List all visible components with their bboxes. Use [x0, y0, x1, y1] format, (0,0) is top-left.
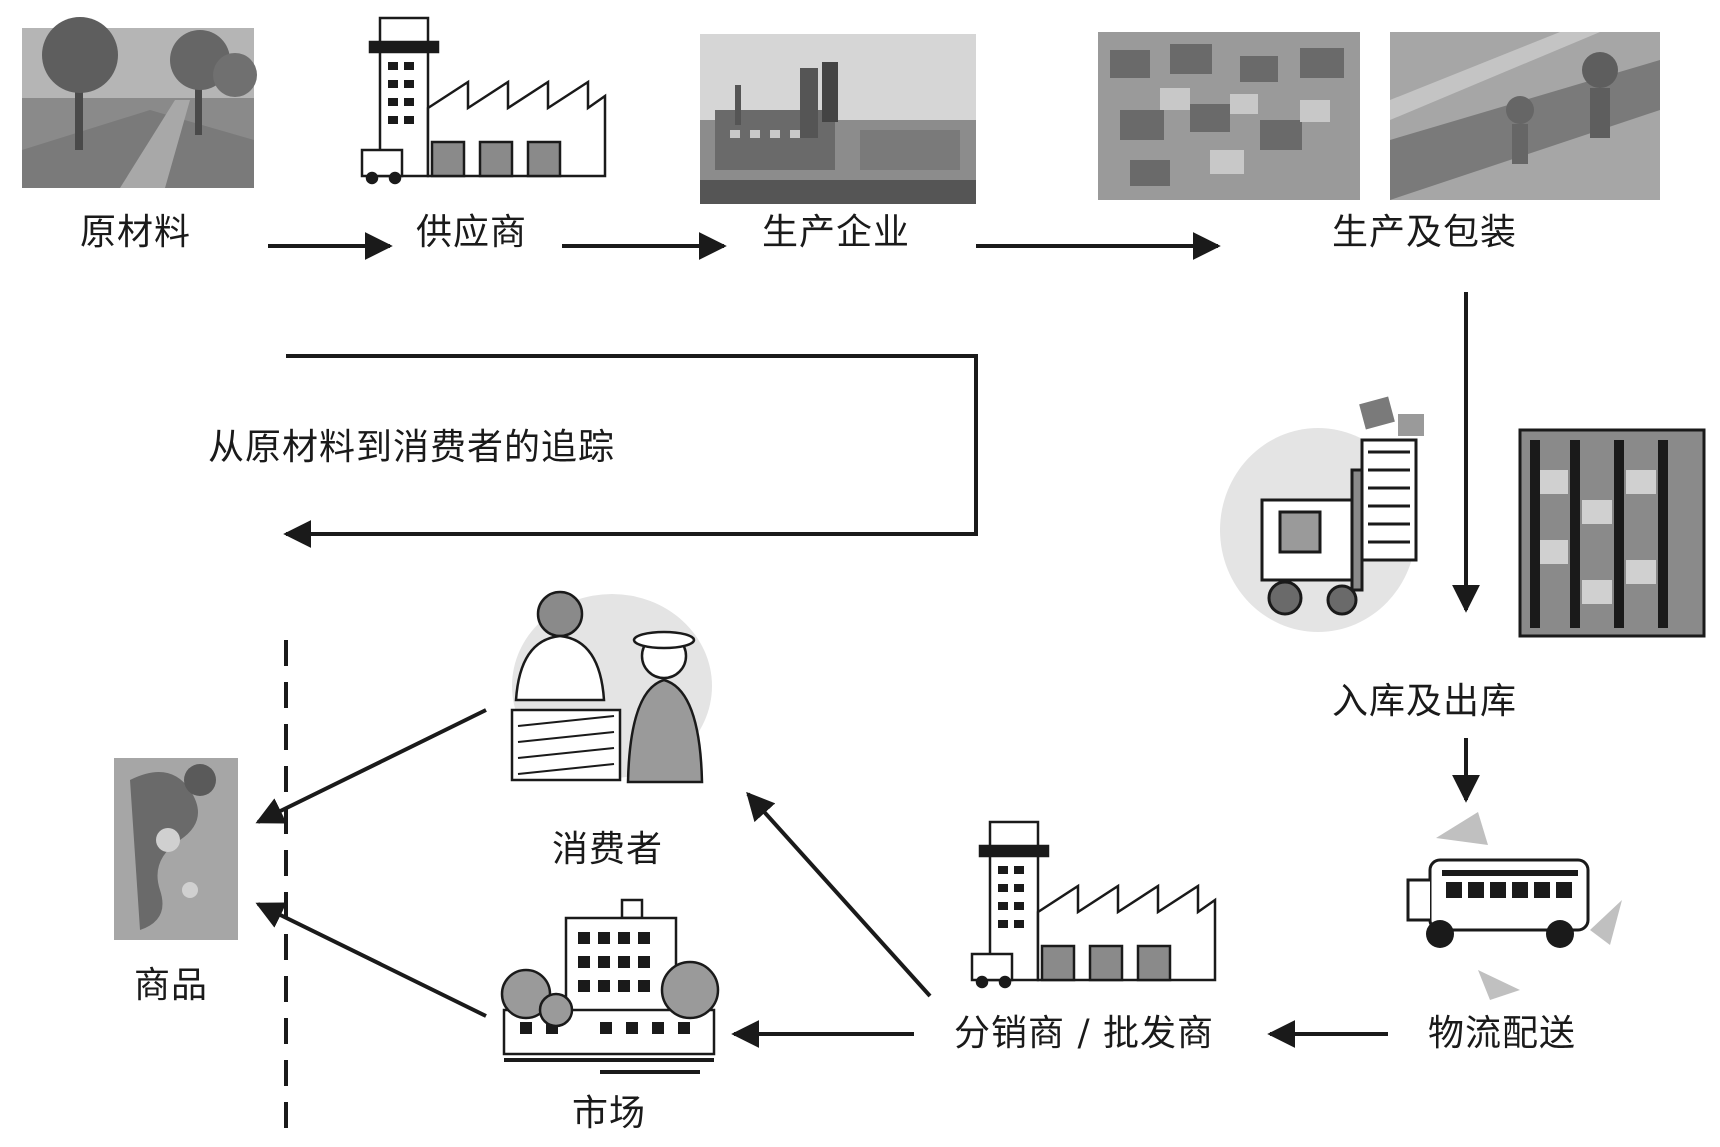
consumer-shoppers-icon — [510, 590, 712, 784]
label-market: 市场 — [572, 1093, 647, 1134]
goods-photo — [114, 758, 238, 940]
trace-back-arrow — [283, 354, 978, 548]
label-distributor: 分销商 / 批发商 — [954, 1013, 1215, 1054]
arrow-distributor-to-consumer — [746, 791, 932, 998]
flow-arrows — [255, 232, 1480, 1134]
arrow-consumer-to-goods — [255, 708, 487, 824]
forklift-warehouse-icons — [1220, 396, 1706, 638]
label-warehousing: 入库及出库 — [1332, 681, 1518, 722]
label-goods: 商品 — [134, 965, 209, 1006]
distributor-factory-icon — [970, 820, 1217, 989]
label-supplier: 供应商 — [416, 212, 528, 253]
delivery-truck-icon — [1406, 812, 1622, 1000]
label-consumer: 消费者 — [552, 829, 664, 870]
manufacturer-plant-photo — [700, 34, 976, 204]
raw-materials-photo — [22, 17, 257, 188]
label-raw-materials: 原材料 — [80, 212, 192, 253]
label-manufacturer: 生产企业 — [762, 212, 911, 253]
arrow-market-to-goods — [255, 902, 487, 1018]
label-logistics: 物流配送 — [1428, 1013, 1577, 1054]
supplier-factory-icon — [360, 16, 607, 185]
production-packaging-photos — [1098, 32, 1660, 200]
label-production-packaging: 生产及包装 — [1332, 212, 1518, 253]
market-building-icon — [500, 898, 720, 1074]
label-trace: 从原材料到消费者的追踪 — [208, 427, 616, 468]
